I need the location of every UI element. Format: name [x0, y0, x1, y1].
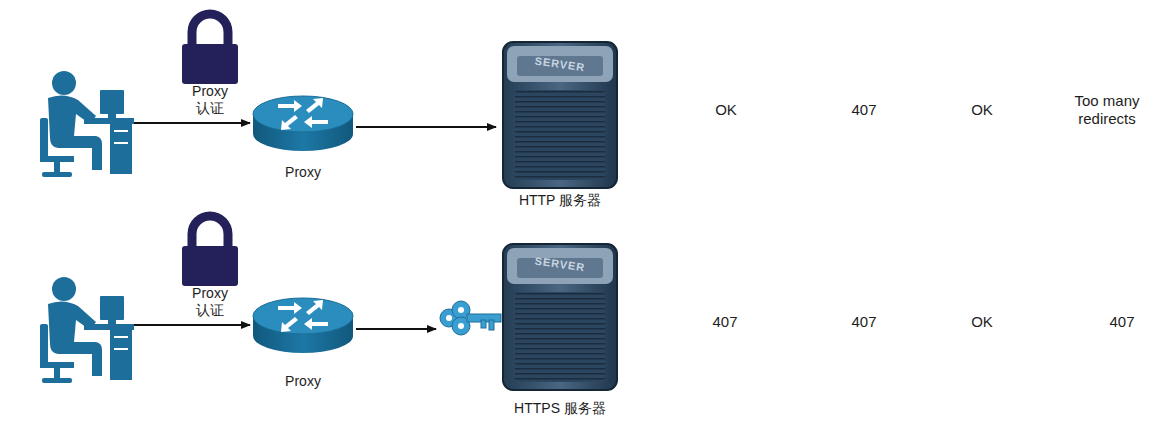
status-label: OK — [952, 313, 1012, 331]
proxy-router: Proxy — [250, 294, 356, 392]
user-icon — [40, 277, 134, 383]
status-label: OK — [696, 101, 756, 119]
status-label: OK — [952, 101, 1012, 119]
proxy-router: Proxy — [250, 92, 356, 184]
connector-arrow — [356, 126, 496, 128]
server-icon-art — [437, 240, 623, 395]
node-label: Proxy 认证 — [187, 83, 233, 117]
user-link — [134, 324, 250, 326]
proxy-router-art — [250, 92, 356, 154]
status-label: Too many redirects — [1065, 92, 1149, 128]
node-label: Proxy — [253, 164, 353, 181]
node-label: Proxy — [253, 373, 353, 390]
user-icon — [40, 71, 134, 177]
node-label: Proxy 认证 — [187, 285, 233, 319]
status-label: 407 — [834, 313, 894, 331]
proxy-router-art — [250, 294, 356, 356]
padlock-icon-art — [178, 210, 242, 288]
connector-arrow — [356, 328, 436, 330]
server-icon: HTTPS 服务器 — [437, 240, 623, 426]
padlock-icon: Proxy 认证 — [178, 210, 242, 322]
status-label: 407 — [695, 313, 755, 331]
padlock-icon-art — [178, 8, 242, 86]
node-label: HTTP 服务器 — [498, 192, 622, 209]
status-label: 407 — [1092, 313, 1152, 331]
user-link — [134, 122, 250, 124]
node-label: HTTPS 服务器 — [495, 400, 625, 417]
status-label: 407 — [834, 101, 894, 119]
padlock-icon: Proxy 认证 — [178, 8, 242, 120]
